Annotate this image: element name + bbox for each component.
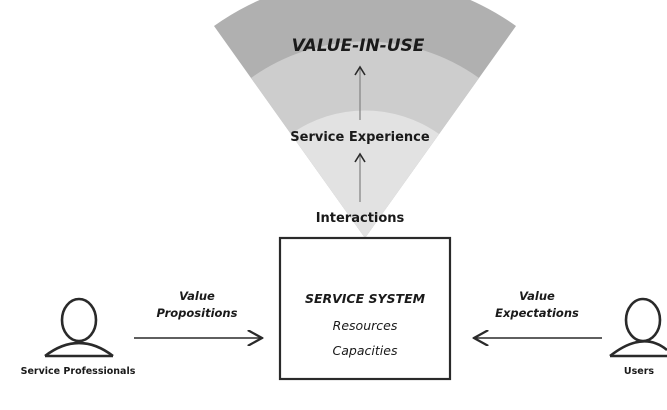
service-system-resources: Resources: [333, 318, 398, 333]
service-experience-label: Service Experience: [290, 130, 430, 145]
service-professionals-person-icon: [44, 297, 114, 358]
value-propositions-label-line1: Value: [179, 289, 215, 303]
interactions-label: Interactions: [316, 211, 405, 226]
value-propositions-label-line2: Propositions: [157, 306, 238, 320]
arrow-experience-to-value-in-use: [354, 65, 366, 120]
service-system-capacities: Capacities: [333, 343, 398, 358]
value-expectations-label-line1: Value: [519, 289, 555, 303]
interactions-band: [291, 110, 439, 238]
users-person-icon: [609, 297, 667, 358]
service-system-title: SERVICE SYSTEM: [305, 291, 426, 306]
service-professionals-label: Service Professionals: [21, 366, 136, 377]
value-expectations-label-line2: Expectations: [495, 306, 579, 320]
value-in-use-label: VALUE-IN-USE: [292, 36, 425, 56]
service-system-box: [278, 236, 452, 381]
arrow-interactions-to-experience: [354, 152, 366, 202]
users-label: Users: [624, 366, 654, 377]
